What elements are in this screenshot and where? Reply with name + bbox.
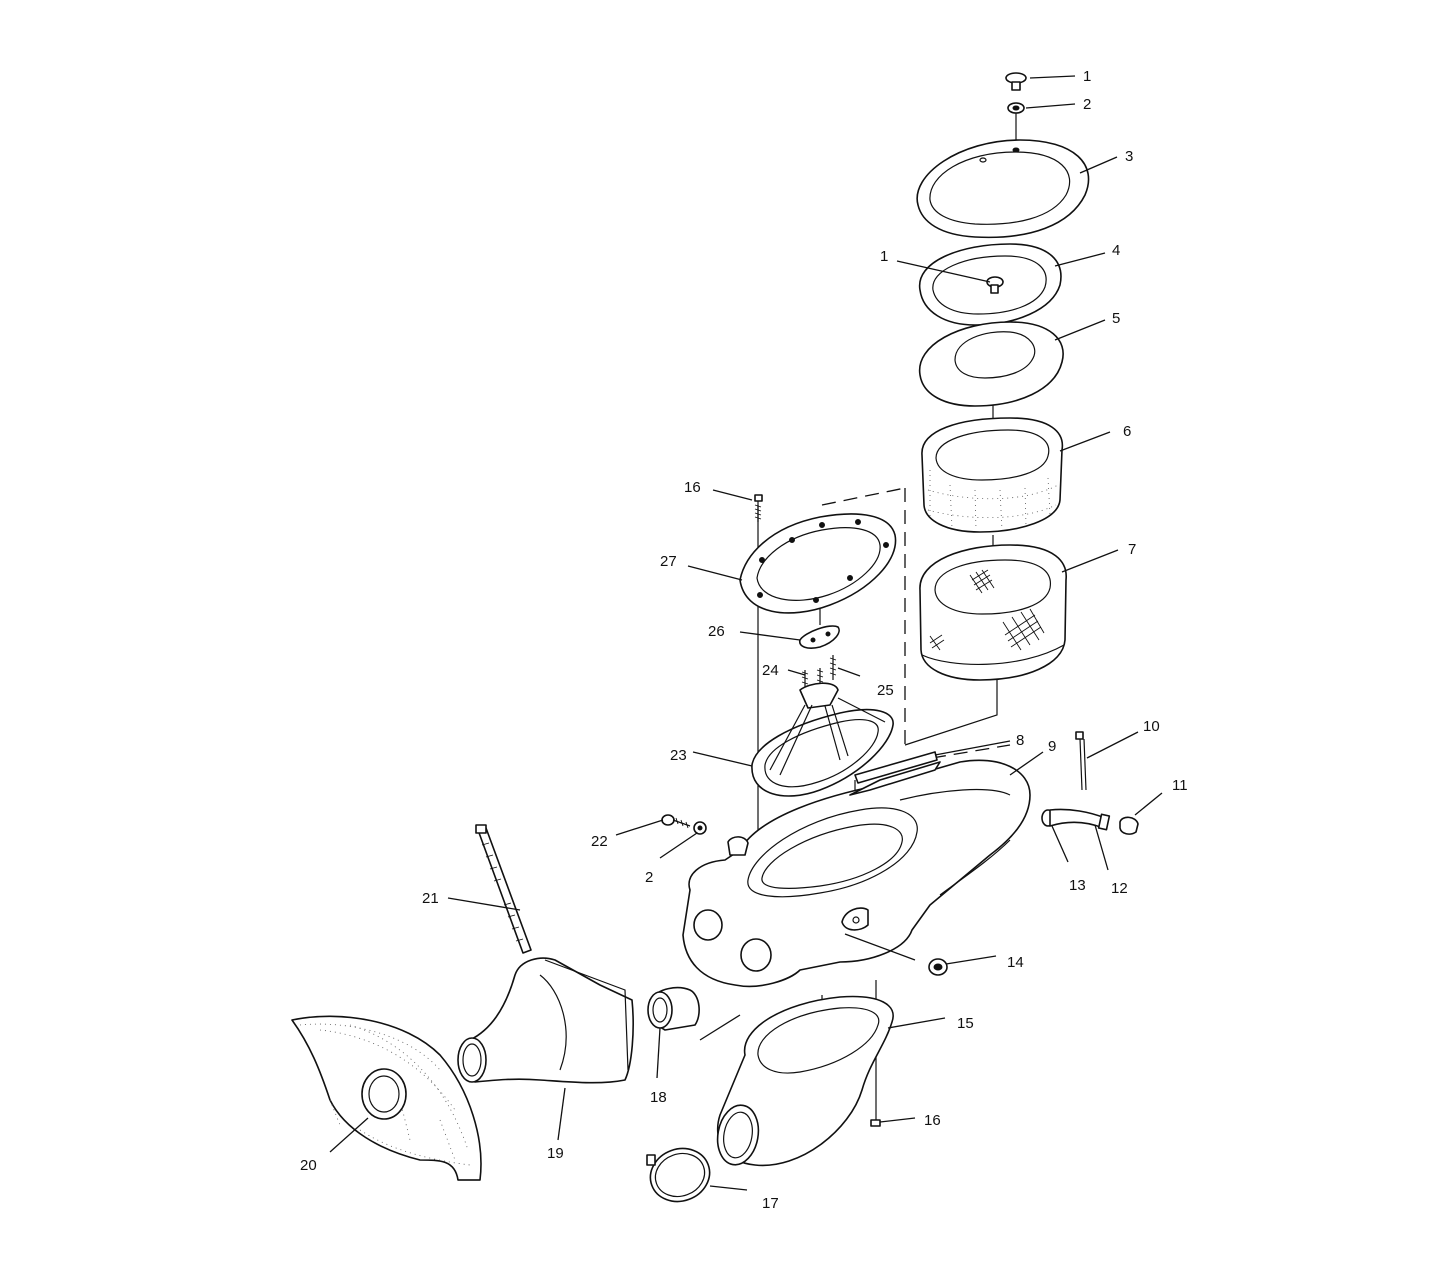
callout-21: 21 [422,890,439,907]
small-plate-part [798,625,840,649]
callout-17: 17 [762,1195,779,1212]
callout-12: 12 [1111,880,1128,897]
callout-23: 23 [670,747,687,764]
filter-element-part [919,544,1067,681]
drain-hose-part [1041,808,1111,831]
callout-2-lower: 2 [645,869,653,886]
callout-16-top: 16 [684,479,701,496]
callout-4: 4 [1112,242,1120,259]
filter-cap-part [918,321,1064,407]
wing-nut-part [1005,72,1027,91]
drain-plug-part [1119,816,1139,835]
callout-9: 9 [1048,738,1056,755]
callout-1-top: 1 [1083,68,1091,85]
callout-5: 5 [1112,310,1120,327]
callout-6: 6 [1123,423,1131,440]
bolt-part [754,494,763,522]
callout-24: 24 [762,662,779,679]
leader-lines [329,75,1163,1191]
grommet-part [928,958,948,976]
callout-15: 15 [957,1015,974,1032]
filter-support-part [751,682,894,797]
screw-part [661,814,691,829]
callout-18: 18 [650,1089,667,1106]
callout-22: 22 [591,833,608,850]
callout-25: 25 [877,682,894,699]
seal-strip-part [854,751,938,784]
callout-26: 26 [708,623,725,640]
hose-clamp-part [646,1147,711,1203]
heat-shield-part [291,1015,482,1181]
screw-bottom-part [870,1110,881,1127]
callout-20: 20 [300,1157,317,1174]
callout-1-mid: 1 [880,248,888,265]
outlet-duct-part [716,995,894,1167]
intake-sleeve-part [647,986,700,1031]
washer-part [1007,102,1025,114]
mounting-gasket-part [739,513,897,614]
callout-2-top: 2 [1083,96,1091,113]
callout-27: 27 [660,553,677,570]
airbox-cover-part [916,139,1090,239]
callout-13: 13 [1069,877,1086,894]
callout-14: 14 [1007,954,1024,971]
intake-boot-part [457,957,634,1084]
callout-10: 10 [1143,718,1160,735]
callout-16-bottom: 16 [924,1112,941,1129]
long-cable-tie-part [475,824,532,954]
callout-labels: 1 2 3 1 4 5 6 7 16 27 26 24 25 23 8 9 10… [300,68,1188,1212]
callout-11: 11 [1172,777,1188,794]
gasket-holes [757,519,889,603]
cable-tie-part [1075,731,1087,791]
cover-gasket-part [918,243,1062,326]
washer-lower-part [693,821,707,835]
callout-7: 7 [1128,541,1136,558]
callout-3: 3 [1125,148,1133,165]
callout-19: 19 [547,1145,564,1162]
filter-mesh-icon [929,569,1045,651]
foam-prefilter-part [921,417,1064,533]
callout-8: 8 [1016,732,1024,749]
airbox-body-part [682,757,1031,988]
